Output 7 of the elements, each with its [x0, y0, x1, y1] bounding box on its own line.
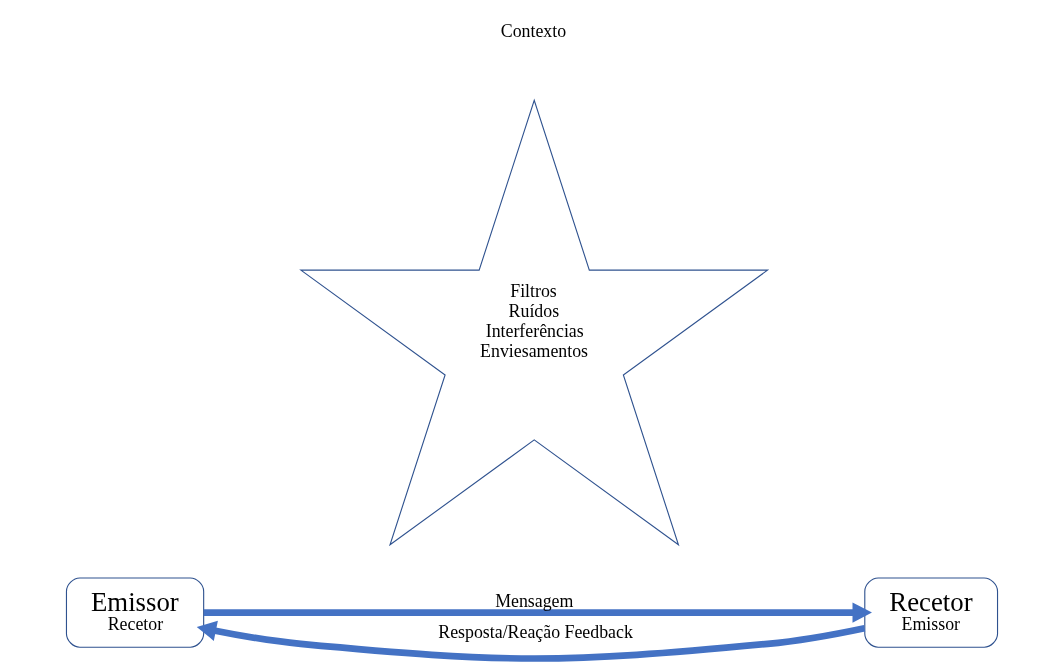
- label: Contexto: [500, 20, 567, 41]
- arrow: [203, 602, 872, 623]
- edge-label: Mensagem: [495, 590, 574, 611]
- arrow: [196, 620, 866, 662]
- node-box: Emissor Recetor: [65, 577, 205, 648]
- edge-label: Resposta/Reação Feedback: [438, 622, 633, 643]
- node-box: Recetor Emissor: [864, 577, 999, 648]
